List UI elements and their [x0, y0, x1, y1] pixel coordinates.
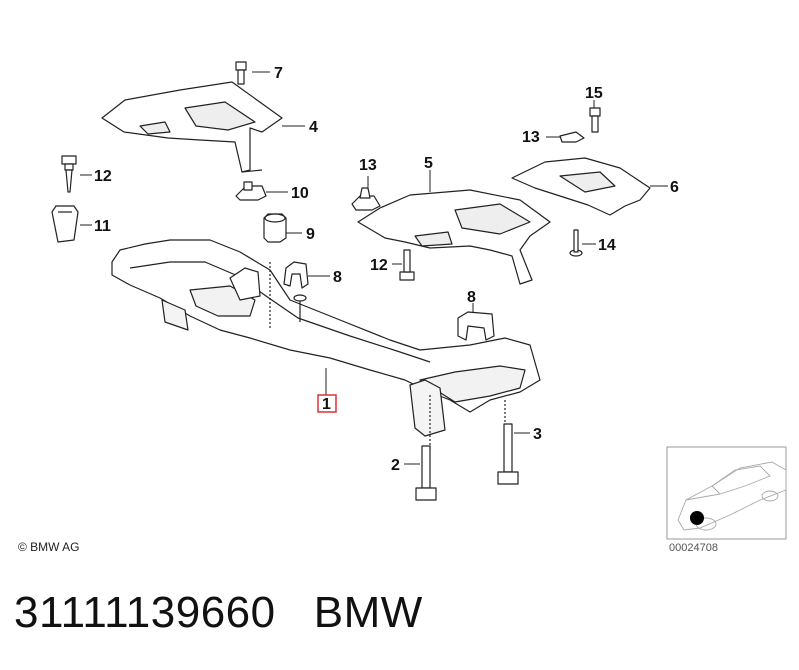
part-14-screw: [569, 229, 583, 257]
callout-7: 7: [274, 65, 283, 82]
part-number-caption: 31111139660 BMW: [14, 588, 423, 637]
callout-8: 8: [333, 269, 342, 286]
callout-3: 3: [533, 426, 542, 443]
callout-1-highlight-box: [317, 394, 337, 413]
inset-image-code: 00024708: [669, 542, 718, 554]
part-8b-bracket: [457, 311, 495, 341]
part-1-axle-carrier: [111, 239, 541, 450]
part-13b-clip: [559, 131, 585, 143]
callout-labels: 7 4 5 6 15 13 12 10 9 8 11 13 12 14 8 2 …: [94, 65, 679, 474]
part-3-bolt: [497, 423, 519, 485]
part-13-clip: [351, 187, 381, 211]
callout-13: 13: [359, 157, 377, 174]
callout-4: 4: [309, 119, 318, 136]
car-location-inset: [666, 446, 787, 540]
callout-5: 5: [424, 155, 433, 172]
part-4-shield: [101, 81, 283, 173]
part-12b-screw: [399, 249, 415, 281]
location-marker-icon: [690, 511, 704, 525]
part-15-bolt: [589, 107, 601, 133]
part-5-shield: [357, 189, 551, 285]
part-6-shield: [511, 157, 651, 216]
callout-15: 15: [585, 85, 603, 102]
callout-10: 10: [291, 185, 309, 202]
callout-6: 6: [670, 179, 679, 196]
part-2-bolt: [415, 445, 437, 501]
part-11-grommet: [51, 205, 79, 243]
leader-lines: [80, 71, 668, 465]
callout-13b: 13: [522, 129, 540, 146]
part-12-screw: [61, 155, 77, 193]
callout-2: 2: [391, 457, 400, 474]
callout-8b: 8: [467, 289, 476, 306]
callout-14: 14: [598, 237, 616, 254]
callout-9: 9: [306, 226, 315, 243]
callout-11: 11: [94, 218, 111, 235]
part-10-clip: [235, 181, 267, 201]
part-8-bracket: [283, 261, 309, 289]
part-9-mount: [263, 213, 287, 243]
callout-1: 1: [322, 396, 331, 413]
copyright-notice: © BMW AG: [18, 540, 80, 554]
part-7-bolt: [235, 61, 247, 85]
callout-12b: 12: [370, 257, 388, 274]
callout-12: 12: [94, 168, 112, 185]
